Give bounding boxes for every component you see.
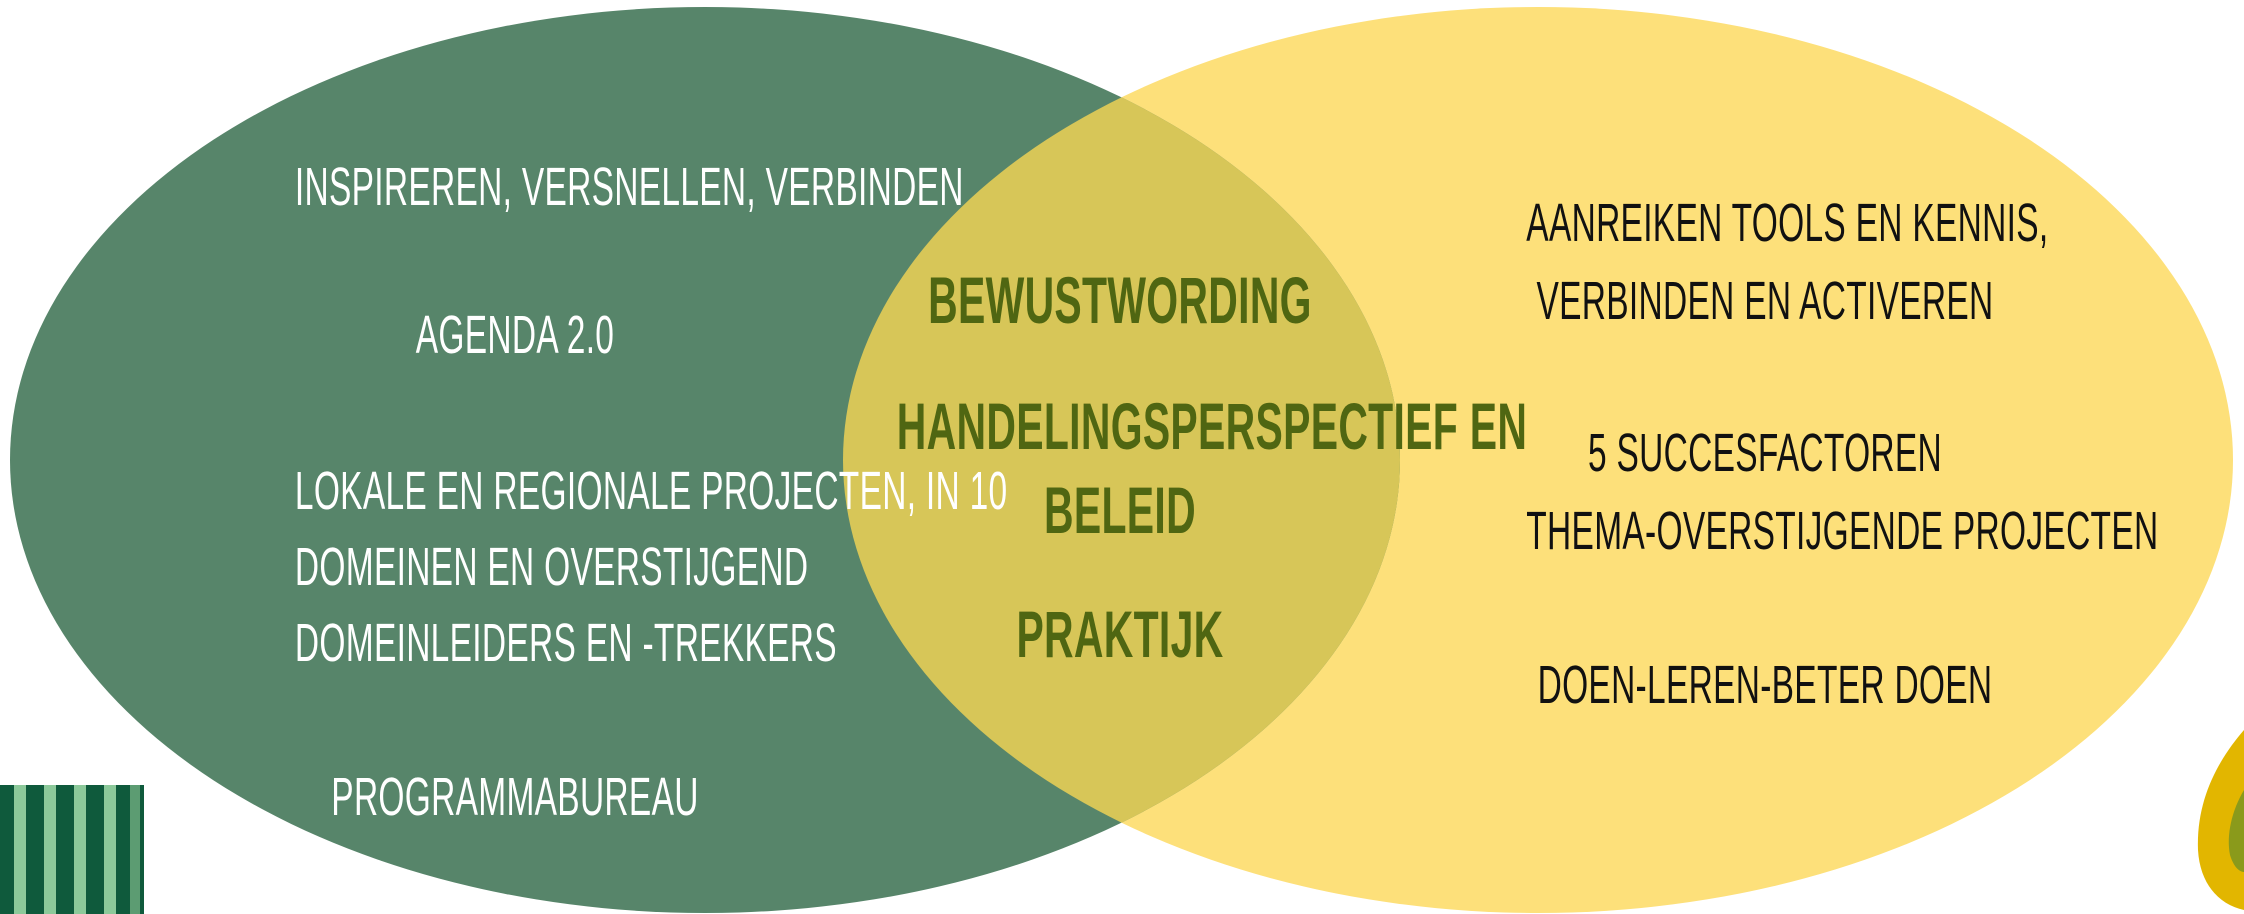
- right-text-line-3: 5 SUCCESFACTOREN: [1587, 423, 1943, 483]
- left-text-line-4: DOMEINEN EN OVERSTIJGEND: [294, 537, 809, 597]
- left-text-line-2: AGENDA 2.0: [415, 305, 615, 365]
- right-text-line-5: DOEN-LEREN-BETER DOEN: [1537, 655, 1993, 715]
- overlap-text-line-2: HANDELINGSPERSPECTIEF EN: [896, 389, 1528, 463]
- stripes-decoration-icon: [0, 785, 144, 914]
- overlap-text-line-4: PRAKTIJK: [1016, 597, 1224, 671]
- left-text-line-1: INSPIREREN, VERSNELLEN, VERBINDEN: [294, 157, 964, 217]
- right-text-line-1: AANREIKEN TOOLS EN KENNIS,: [1526, 193, 2049, 253]
- left-text-line-3: LOKALE EN REGIONALE PROJECTEN, IN 10: [294, 461, 1008, 521]
- leaf-decoration-icon: [2197, 730, 2244, 910]
- overlap-text-line-3: BELEID: [1044, 473, 1196, 547]
- left-text-line-6: PROGRAMMABUREAU: [331, 767, 699, 827]
- left-text-line-5: DOMEINLEIDERS EN -TREKKERS: [294, 613, 837, 673]
- right-text-line-2: VERBINDEN EN ACTIVEREN: [1536, 271, 1994, 331]
- overlap-text-line-1: BEWUSTWORDING: [928, 263, 1312, 337]
- overlap-region: [843, 7, 1400, 913]
- right-text-line-4: THEMA-OVERSTIJGENDE PROJECTEN: [1526, 501, 2159, 561]
